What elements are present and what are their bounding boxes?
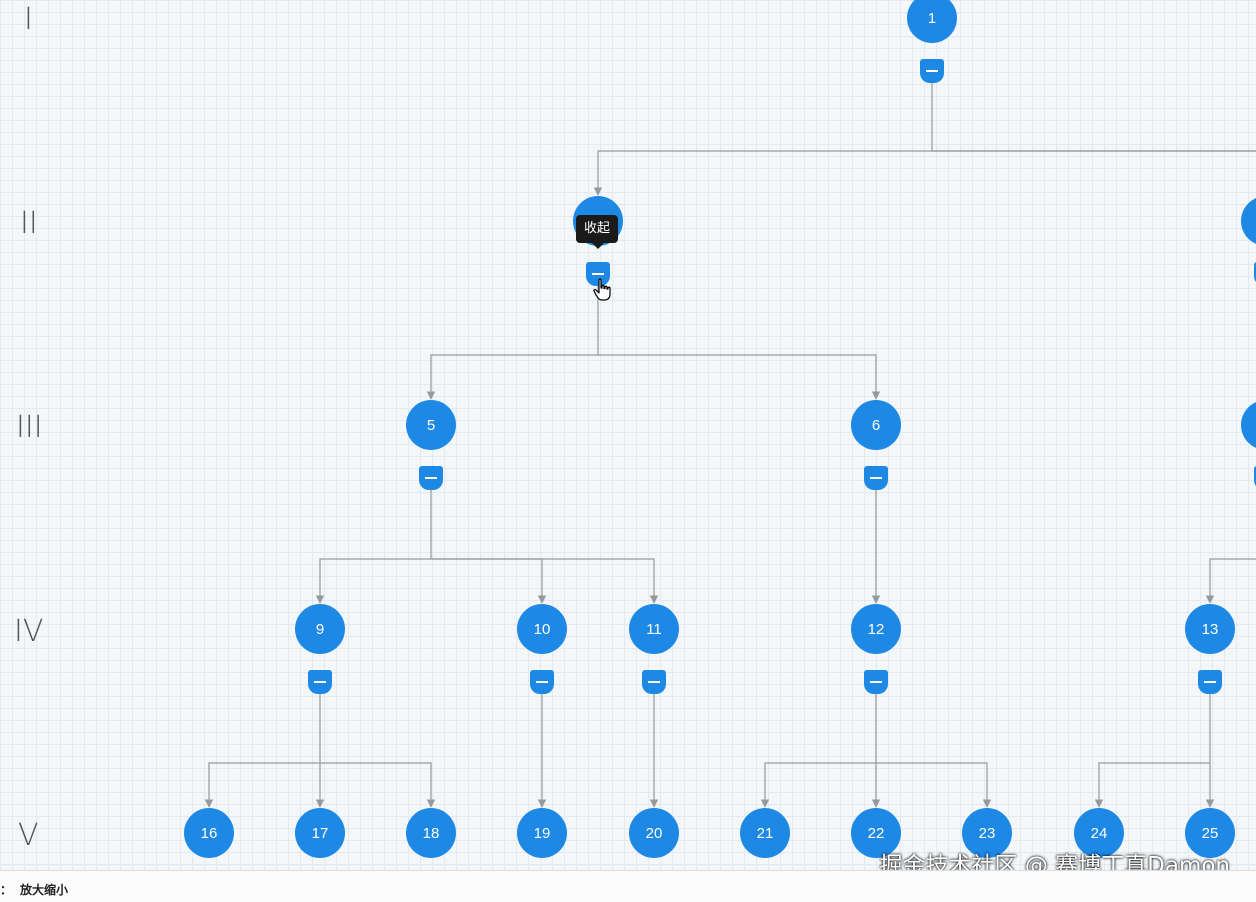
collapse-toggle-button[interactable] xyxy=(864,670,888,694)
edge-9-18 xyxy=(320,762,436,808)
collapse-toggle-button[interactable] xyxy=(586,262,610,286)
tree-node[interactable]: 9 xyxy=(295,604,345,654)
edge-12-23 xyxy=(876,762,992,808)
edge-1-4 xyxy=(932,150,1256,152)
edge-5-9 xyxy=(315,558,431,604)
tree-node[interactable]: 5 xyxy=(406,400,456,450)
level-label-1: I xyxy=(24,2,33,37)
level-label-3: III xyxy=(16,410,43,445)
hand-cursor-icon xyxy=(593,278,611,301)
edge-5-10 xyxy=(431,558,547,604)
edge-9-16 xyxy=(204,762,320,808)
tree-node[interactable]: 16 xyxy=(184,808,234,858)
edge-1-3 xyxy=(932,150,1256,152)
collapse-toggle-button[interactable] xyxy=(308,670,332,694)
tree-node[interactable] xyxy=(1241,196,1256,246)
collapse-toggle-button[interactable] xyxy=(642,670,666,694)
tree-node[interactable]: 13 xyxy=(1185,604,1235,654)
tree-node[interactable]: 19 xyxy=(517,808,567,858)
footer-bar: ： 放大缩小 xyxy=(0,870,1256,902)
edge-2-5 xyxy=(426,354,598,400)
tree-node[interactable]: 22 xyxy=(851,808,901,858)
tree-node[interactable]: 25 xyxy=(1185,808,1235,858)
level-label-4: IV xyxy=(14,614,44,649)
tree-node[interactable]: 10 xyxy=(517,604,567,654)
edge-2-6 xyxy=(598,354,881,400)
collapse-toggle-button[interactable] xyxy=(1254,466,1256,490)
tree-node[interactable]: 23 xyxy=(962,808,1012,858)
level-label-2: II xyxy=(20,206,38,241)
footer-prefix: ： xyxy=(0,883,13,897)
tree-node[interactable]: 24 xyxy=(1074,808,1124,858)
edge-1-2 xyxy=(593,150,932,196)
tree-node[interactable]: 1 xyxy=(907,0,957,43)
tree-node[interactable]: 11 xyxy=(629,604,679,654)
collapse-toggle-button[interactable] xyxy=(1198,670,1222,694)
edge-7-13 xyxy=(1205,558,1256,604)
collapse-toggle-button[interactable] xyxy=(864,466,888,490)
zoom-control[interactable]: 放大缩小 xyxy=(20,883,69,897)
tree-node[interactable]: 17 xyxy=(295,808,345,858)
tree-node[interactable]: 12 xyxy=(851,604,901,654)
edge-13-24 xyxy=(1094,762,1210,808)
collapse-toggle-button[interactable] xyxy=(920,59,944,83)
tree-node[interactable]: 20 xyxy=(629,808,679,858)
collapse-toggle-button[interactable] xyxy=(1254,262,1256,286)
watermark: 掘金技术社区 @ 赛博丁真Damon xyxy=(879,853,1230,870)
tree-node[interactable]: 21 xyxy=(740,808,790,858)
collapse-tooltip: 收起 xyxy=(576,215,619,249)
tree-node[interactable]: 18 xyxy=(406,808,456,858)
edge-12-21 xyxy=(760,762,876,808)
edge-5-11 xyxy=(431,558,659,604)
level-label-5: V xyxy=(18,818,39,853)
collapse-toggle-button[interactable] xyxy=(530,670,554,694)
collapse-toggle-button[interactable] xyxy=(419,466,443,490)
tree-node[interactable] xyxy=(1241,400,1256,450)
tree-canvas[interactable]: I II III IV V 1 5 6 9 10 11 12 13 16 17 18 19 20 21 22… xyxy=(0,0,1256,870)
tree-node[interactable]: 6 xyxy=(851,400,901,450)
edges-layer xyxy=(204,83,1256,808)
